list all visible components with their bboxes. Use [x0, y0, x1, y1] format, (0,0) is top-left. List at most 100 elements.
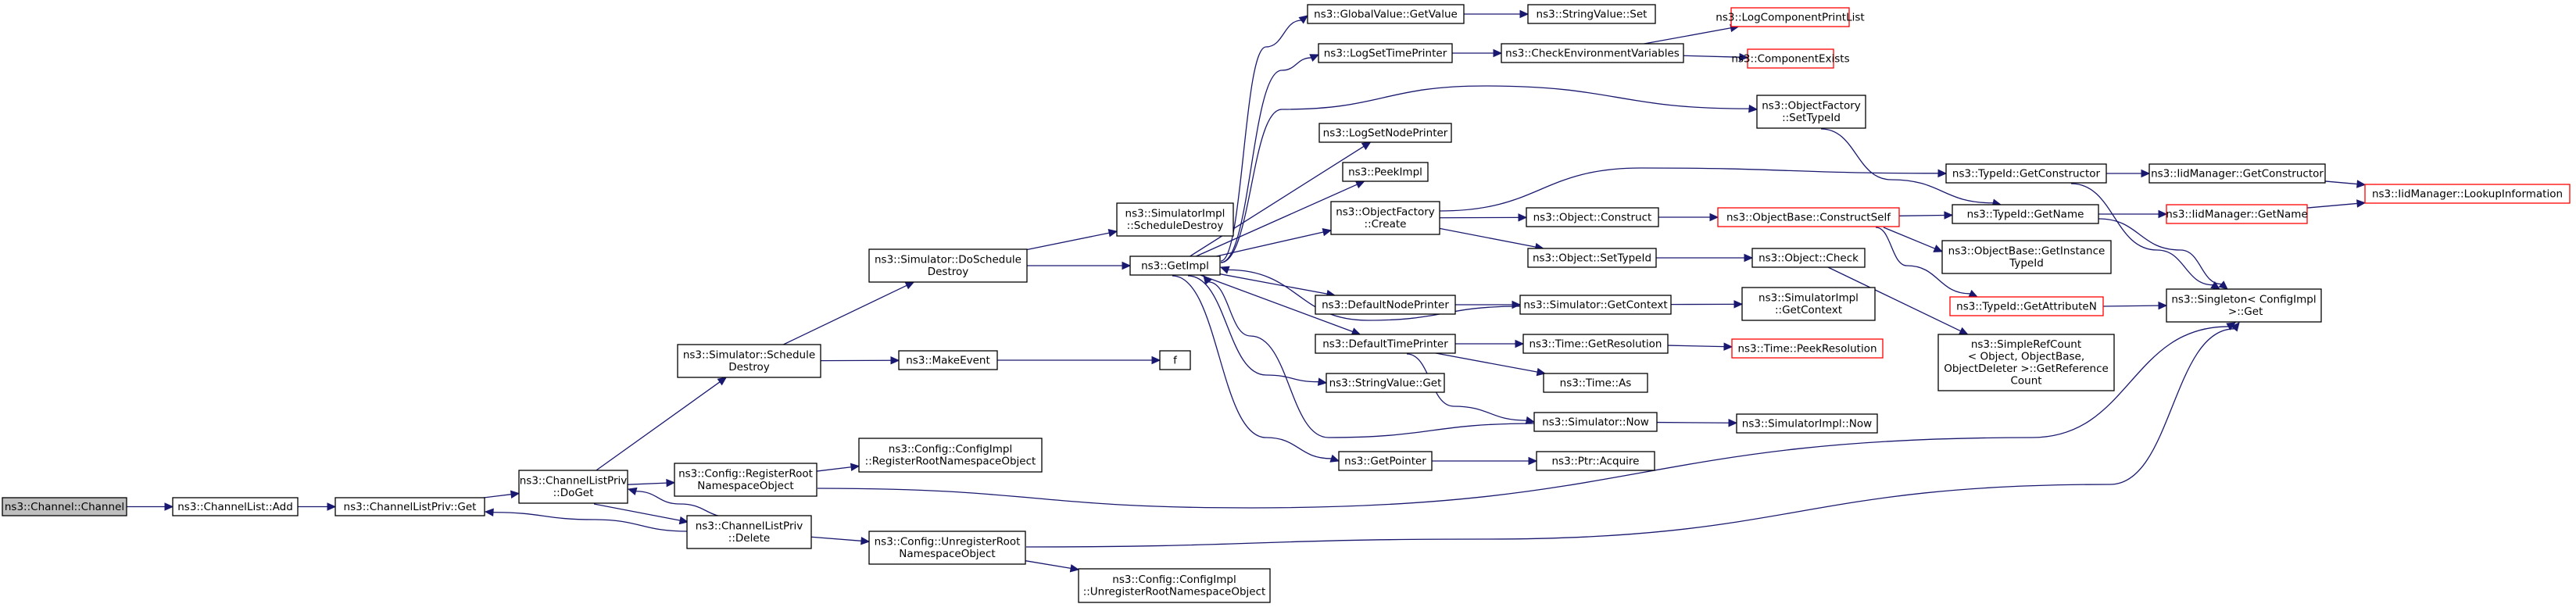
function-node-simimpl_now[interactable]: ns3::SimulatorImpl::Now [1737, 414, 1877, 433]
call-edge-line [1221, 58, 1311, 263]
function-node-label: ns3::ObjectBase::ConstructSelf [1726, 211, 1891, 223]
function-node-stringvalue_get[interactable]: ns3::StringValue::Get [1326, 373, 1444, 392]
call-edge-arrowhead [1519, 214, 1526, 221]
function-node-typeid_getname[interactable]: ns3::TypeId::GetName [1952, 205, 2098, 223]
function-node-label: ns3::LogComponentPrintList [1716, 11, 1864, 23]
call-edge-sim_now-to-simimpl_now [1657, 420, 1737, 427]
call-edge-getimpl-to-getpointer [1172, 276, 1339, 462]
function-node-label: ns3::Simulator::GetContext [1523, 298, 1667, 311]
call-edge-line [817, 467, 851, 471]
call-edge-clp_doget-to-cfg_register_root [628, 480, 674, 487]
function-node-label: ns3::Config::RegisterRoot [678, 468, 813, 481]
function-node-singleton_get[interactable]: ns3::Singleton< ConfigImpl >::Get [2166, 289, 2321, 322]
function-node-label: ns3::TypeId::GetAttributeN [1956, 300, 2097, 313]
call-edge-getimpl-to-logset_nodeprinter [1190, 142, 1370, 256]
call-edge-globalvalue_getvalue-to-stringvalue_set [1464, 11, 1528, 18]
function-node-getpointer[interactable]: ns3::GetPointer [1339, 452, 1432, 470]
function-node-sim_getcontext[interactable]: ns3::Simulator::GetContext [1520, 295, 1671, 314]
call-edge-line [1027, 233, 1109, 249]
function-node-peekimpl[interactable]: ns3::PeekImpl [1343, 163, 1428, 181]
function-node-ptr_acquire[interactable]: ns3::Ptr::Acquire [1537, 452, 1655, 470]
function-node-make_event[interactable]: ns3::MakeEvent [899, 351, 997, 370]
function-node-sim_schedule_destroy[interactable]: ns3::Simulator::ScheduleDestroy [678, 345, 821, 377]
function-node-clp_delete[interactable]: ns3::ChannelListPriv::Delete [687, 516, 811, 548]
function-node-cfg_register_root[interactable]: ns3::Config::RegisterRootNamespaceObject [674, 463, 817, 496]
function-node-logset_timeprinter[interactable]: ns3::LogSetTimePrinter [1318, 44, 1452, 63]
function-node-sim_now[interactable]: ns3::Simulator::Now [1534, 413, 1657, 431]
function-node-iidmanager_lookupinfo[interactable]: ns3::IidManager::LookupInformation [2365, 184, 2570, 203]
function-node-label: ns3::Time::GetResolution [1529, 338, 1662, 350]
call-edge-getpointer-to-ptr_acquire [1432, 458, 1537, 465]
call-edge-arrowhead [1494, 50, 1501, 57]
call-edge-arrowhead [717, 377, 726, 384]
call-edge-arrowhead [1330, 456, 1339, 463]
call-edge-typeid_getname-to-iidmanager_getname [2098, 211, 2166, 218]
call-edge-arrowhead [1520, 11, 1528, 18]
function-node-simplerefcount[interactable]: ns3::SimpleRefCount< Object, ObjectBase,… [1938, 334, 2114, 391]
function-node-globalvalue_getvalue[interactable]: ns3::GlobalValue::GetValue [1308, 5, 1464, 23]
function-node-default_nodeprinter[interactable]: ns3::DefaultNodePrinter [1315, 295, 1455, 314]
function-node-object_check[interactable]: ns3::Object::Check [1752, 248, 1865, 267]
call-edge-sim_do_schedule_destroy-to-getimpl [1027, 263, 1130, 270]
call-edge-line [1436, 353, 1537, 372]
call-edge-sim_getcontext-to-simimpl_getcontext [1671, 301, 1742, 308]
function-node-objfactory_create[interactable]: ns3::ObjectFactory::Create [1331, 202, 1440, 234]
function-node-simimpl_getcontext[interactable]: ns3::SimulatorImpl::GetContext [1742, 288, 1875, 320]
function-node-label: ns3::CheckEnvironmentVariables [1505, 47, 1680, 59]
function-node-stringvalue_set[interactable]: ns3::StringValue::Set [1528, 5, 1655, 23]
function-node-object_settypeid[interactable]: ns3::Object::SetTypeId [1528, 248, 1656, 267]
function-node-cfgimpl_unregister[interactable]: ns3::Config::ConfigImpl::UnregisterRootN… [1079, 569, 1270, 602]
function-node-objfactory_settypeid[interactable]: ns3::ObjectFactory::SetTypeId [1757, 95, 1866, 128]
call-edge-getimpl-to-default_nodeprinter [1220, 274, 1335, 298]
call-edge-line [1668, 345, 1724, 347]
function-node-time_as[interactable]: ns3::Time::As [1544, 373, 1648, 392]
function-node-f[interactable]: f [1160, 351, 1190, 370]
call-edge-make_event-to-f [997, 357, 1160, 364]
function-node-channellist_add[interactable]: ns3::ChannelList::Add [173, 498, 298, 516]
function-node-clp_doget[interactable]: ns3::ChannelListPriv::DoGet [519, 470, 628, 503]
call-edge-arrowhead [905, 282, 914, 288]
call-edge-arrowhead [1310, 55, 1318, 61]
function-node-object_construct[interactable]: ns3::Object::Construct [1526, 208, 1658, 227]
call-edge-line [1221, 86, 1749, 263]
function-node-objbase_constructself[interactable]: ns3::ObjectBase::ConstructSelf [1718, 208, 1899, 227]
function-node-label: ns3::ComponentExists [1731, 52, 1849, 65]
call-edge-getimpl-to-objfactory_settypeid [1221, 86, 1757, 263]
function-node-iidmanager_getname[interactable]: ns3::IidManager::GetName [2166, 205, 2308, 223]
call-edge-getimpl-to-stringvalue_get [1188, 276, 1326, 385]
call-edge-getimpl-to-logset_timeprinter [1221, 55, 1318, 263]
call-edge-arrowhead [1526, 417, 1534, 424]
call-edge-arrowhead [1362, 142, 1371, 149]
call-edge-sim_schedule_destroy-to-make_event [821, 357, 899, 364]
call-edge-line [1899, 215, 1945, 216]
function-node-default_timeprinter[interactable]: ns3::DefaultTimePrinter [1315, 334, 1455, 353]
function-node-log_component_printlist[interactable]: ns3::LogComponentPrintList [1716, 8, 1864, 27]
function-node-label: ns3::StringValue::Set [1537, 8, 1648, 20]
function-node-iidmanager_getconstructor[interactable]: ns3::IidManager::GetConstructor [2149, 164, 2325, 183]
function-node-cfgimpl_register[interactable]: ns3::Config::ConfigImpl::RegisterRootNam… [859, 438, 1042, 472]
function-node-channel: ns3::Channel::Channel [2, 498, 127, 516]
function-node-component_exists[interactable]: ns3::ComponentExists [1731, 49, 1849, 68]
call-edge-line [2098, 219, 2221, 284]
function-node-typeid_getattributen[interactable]: ns3::TypeId::GetAttributeN [1950, 297, 2103, 316]
function-node-simimpl_schedule_destroy[interactable]: ns3::SimulatorImpl::ScheduleDestroy [1117, 203, 1233, 236]
function-node-clp_get[interactable]: ns3::ChannelListPriv::Get [335, 498, 485, 516]
function-node-logset_nodeprinter[interactable]: ns3::LogSetNodePrinter [1319, 123, 1451, 142]
function-node-cfg_unregister_root[interactable]: ns3::Config::UnregisterRootNamespaceObje… [869, 531, 1025, 564]
function-node-label: ns3::LogSetTimePrinter [1324, 47, 1447, 59]
function-node-label: ::Delete [728, 532, 770, 545]
function-node-label: ns3::PeekImpl [1348, 166, 1422, 178]
function-node-check_env_vars[interactable]: ns3::CheckEnvironmentVariables [1501, 44, 1683, 63]
function-node-typeid_getconstructor[interactable]: ns3::TypeId::GetConstructor [1946, 164, 2106, 183]
function-node-time_getresolution[interactable]: ns3::Time::GetResolution [1523, 334, 1668, 353]
function-node-getimpl[interactable]: ns3::GetImpl [1130, 256, 1220, 275]
function-node-label: ns3::Config::ConfigImpl [1112, 573, 1236, 586]
function-node-time_peekresolution[interactable]: ns3::Time::PeekResolution [1732, 339, 1883, 358]
call-edge-line [1440, 168, 1938, 211]
call-edge-arrowhead [2219, 281, 2227, 289]
call-edge-time_getresolution-to-time_peekresolution [1668, 343, 1732, 350]
function-node-label: ns3::TypeId::GetConstructor [1952, 167, 2101, 180]
